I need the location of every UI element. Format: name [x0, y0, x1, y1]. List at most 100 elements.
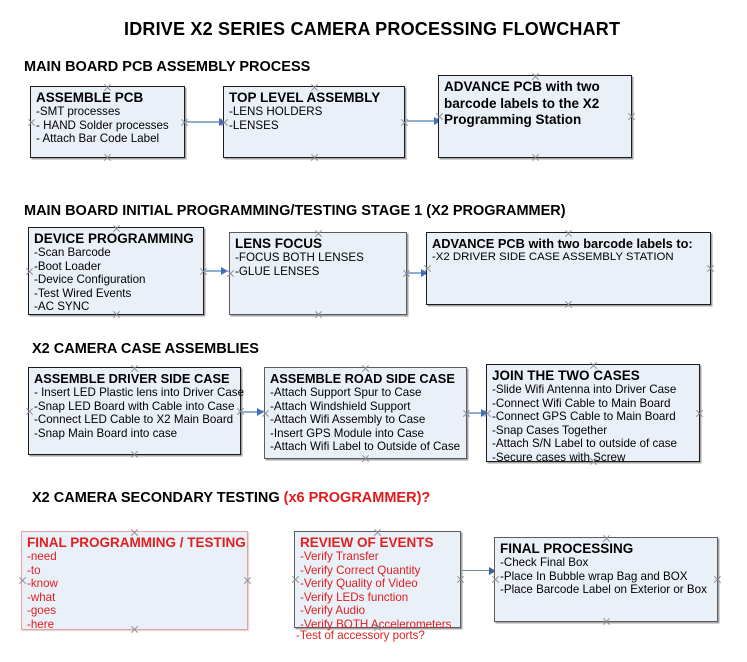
connection-handle-left[interactable]: [27, 118, 36, 127]
connection-handle-right[interactable]: [695, 409, 704, 418]
list-item: -AC SYNC: [34, 300, 90, 314]
connection-handle-right[interactable]: [627, 112, 636, 121]
list-item: -Attach Windshield Support: [270, 399, 411, 413]
connection-handle-bottom[interactable]: [130, 450, 139, 459]
connection-handle-left[interactable]: [291, 575, 300, 584]
node-title: ADVANCE PCB with two barcode labels to:: [432, 236, 693, 251]
node-title: ADVANCE PCB with two barcode labels to t…: [444, 79, 600, 127]
connection-handle-right[interactable]: [713, 575, 722, 584]
page-title: IDRIVE X2 SERIES CAMERA PROCESSING FLOWC…: [124, 19, 621, 39]
node-lens-focus[interactable]: LENS FOCUS -FOCUS BOTH LENSES -GLUE LENS…: [229, 232, 407, 315]
list-item: -Secure cases with Screw: [492, 450, 626, 464]
list-item: -Verify LEDs function: [300, 590, 409, 604]
connection-handle-bottom[interactable]: [314, 310, 323, 319]
arrowhead-icon: [421, 268, 428, 277]
list-item: -Check Final Box: [500, 556, 589, 569]
connection-handle-right[interactable]: [400, 118, 409, 127]
list-item: -Scan Barcode: [34, 246, 111, 259]
node-advance-pcb-to-x2-programming-station[interactable]: ADVANCE PCB with two barcode labels to t…: [438, 75, 632, 158]
list-item: -X2 DRIVER SIDE CASE ASSEMBLY STATION: [432, 251, 674, 263]
review-of-events-overflow-item: -Test of accessory ports?: [296, 629, 425, 642]
list-item: -Attach Support Spur to Case: [270, 386, 422, 399]
list-item: -Attach Wifi Assembly to Case: [270, 413, 426, 427]
list-item: -Verify Transfer: [300, 550, 379, 563]
list-item: -GLUE LENSES: [235, 264, 320, 278]
list-item: -Connect GPS Cable to Main Board: [492, 410, 676, 424]
list-item: -Verify Correct Quantity: [300, 563, 421, 577]
connector-driver-side-to-road-side: [242, 411, 262, 413]
node-device-programming[interactable]: DEVICE PROGRAMMING -Scan Barcode -Boot L…: [28, 227, 204, 315]
node-title: REVIEW OF EVENTS: [300, 535, 434, 550]
section-heading-x2-camera-case-assemblies: X2 CAMERA CASE ASSEMBLIES: [32, 341, 259, 357]
node-item-list: -Scan Barcode -Boot Loader -Device Confi…: [34, 246, 199, 314]
connection-handle-bottom[interactable]: [361, 454, 370, 463]
node-item-list: -Slide Wifi Antenna into Driver Case -Co…: [492, 383, 695, 465]
node-join-the-two-cases[interactable]: JOIN THE TWO CASES -Slide Wifi Antenna i…: [486, 364, 700, 465]
list-item: -Test Wired Events: [34, 286, 132, 300]
list-item: -Attach Wifi Label to Outside of Case: [270, 440, 461, 454]
node-title: ASSEMBLE ROAD SIDE CASE: [270, 371, 455, 386]
arrowhead-icon: [219, 117, 226, 126]
list-item: -Boot Loader: [34, 259, 102, 273]
connection-handle-left[interactable]: [491, 575, 500, 584]
list-item: -Snap Cases Together: [492, 423, 608, 437]
connection-handle-right[interactable]: [456, 575, 465, 584]
connection-handle-bottom[interactable]: [531, 153, 540, 162]
node-assemble-pcb[interactable]: ASSEMBLE PCB -SMT processes - HAND Solde…: [30, 86, 185, 158]
list-item: - Insert LED Plastic lens into Driver Ca…: [34, 386, 245, 399]
node-item-list: -FOCUS BOTH LENSES -GLUE LENSES: [235, 251, 402, 278]
list-item: -LENS HOLDERS: [229, 105, 323, 118]
node-review-of-events[interactable]: REVIEW OF EVENTS -Verify Transfer -Verif…: [291, 531, 461, 631]
connection-handle-left[interactable]: [25, 267, 34, 276]
connection-handle-right[interactable]: [243, 576, 252, 585]
list-item: -need: [27, 550, 57, 563]
list-item: -here: [27, 617, 55, 631]
node-title: LENS FOCUS: [235, 236, 323, 251]
connector-review-of-events-to-final-processing: [462, 570, 495, 572]
connection-handle-bottom[interactable]: [564, 300, 573, 309]
node-item-list: -Check Final Box -Place In Bubble wrap B…: [500, 556, 713, 597]
node-title: ASSEMBLE DRIVER SIDE CASE: [34, 371, 230, 386]
connection-handle-left[interactable]: [25, 407, 34, 416]
node-item-list: -need -to -know -what -goes -here: [27, 550, 243, 632]
node-item-list: - Insert LED Plastic lens into Driver Ca…: [34, 386, 245, 440]
node-top-level-assembly[interactable]: TOP LEVEL ASSEMBLY -LENS HOLDERS -LENSES: [223, 86, 405, 158]
list-item: - HAND Solder processes: [36, 118, 169, 132]
node-title: DEVICE PROGRAMMING: [34, 231, 194, 246]
node-item-list: -SMT processes - HAND Solder processes -…: [36, 105, 180, 146]
list-item: -Device Configuration: [34, 273, 146, 287]
list-item: -Slide Wifi Antenna into Driver Case: [492, 383, 677, 396]
list-item: -Place In Bubble wrap Bag and BOX: [500, 569, 688, 583]
list-item: -Connect Wifi Cable to Main Board: [492, 396, 671, 410]
section-heading-x2-camera-secondary-testing: X2 CAMERA SECONDARY TESTING (x6 PROGRAMM…: [32, 490, 430, 506]
list-item: -LENSES: [229, 118, 279, 132]
list-item: -to: [27, 563, 41, 577]
connection-handle-bottom[interactable]: [310, 153, 319, 162]
node-item-list: -X2 DRIVER SIDE CASE ASSEMBLY STATION: [432, 251, 706, 265]
arrowhead-icon: [434, 116, 441, 125]
node-title: JOIN THE TWO CASES: [492, 368, 640, 383]
list-item: -goes: [27, 604, 57, 618]
connection-handle-bottom[interactable]: [602, 617, 611, 626]
node-final-programming-testing[interactable]: FINAL PROGRAMMING / TESTING -need -to -k…: [18, 531, 248, 632]
node-title: TOP LEVEL ASSEMBLY: [229, 90, 381, 105]
arrowhead-icon: [489, 566, 496, 575]
list-item: -Attach S/N Label to outside of case: [492, 437, 677, 451]
connection-handle-right[interactable]: [706, 264, 715, 273]
section-heading-suffix: (x6 PROGRAMMER)?: [283, 490, 431, 506]
list-item: -know: [27, 577, 58, 591]
node-assemble-road-side-case[interactable]: ASSEMBLE ROAD SIDE CASE -Attach Support …: [264, 367, 467, 459]
node-item-list: -Verify Transfer -Verify Correct Quantit…: [300, 550, 456, 632]
arrowhead-icon: [221, 266, 228, 275]
connector-lens-focus-to-advance-pcb: [408, 272, 425, 274]
connection-handle-bottom[interactable]: [103, 153, 112, 162]
node-advance-pcb-to-driver-side-case-assembly[interactable]: ADVANCE PCB with two barcode labels to: …: [426, 232, 711, 305]
node-title: FINAL PROGRAMMING / TESTING: [27, 535, 246, 550]
node-final-processing[interactable]: FINAL PROCESSING -Check Final Box -Place…: [494, 537, 718, 622]
connection-handle-left[interactable]: [18, 576, 27, 585]
list-item: -Snap Main Board into case: [34, 426, 178, 440]
section-heading-main-board-pcb-assembly-process: MAIN BOARD PCB ASSEMBLY PROCESS: [24, 59, 311, 75]
node-assemble-driver-side-case[interactable]: ASSEMBLE DRIVER SIDE CASE - Insert LED P…: [25, 367, 245, 455]
list-item: -Place Barcode Label on Exterior or Box: [500, 583, 707, 597]
